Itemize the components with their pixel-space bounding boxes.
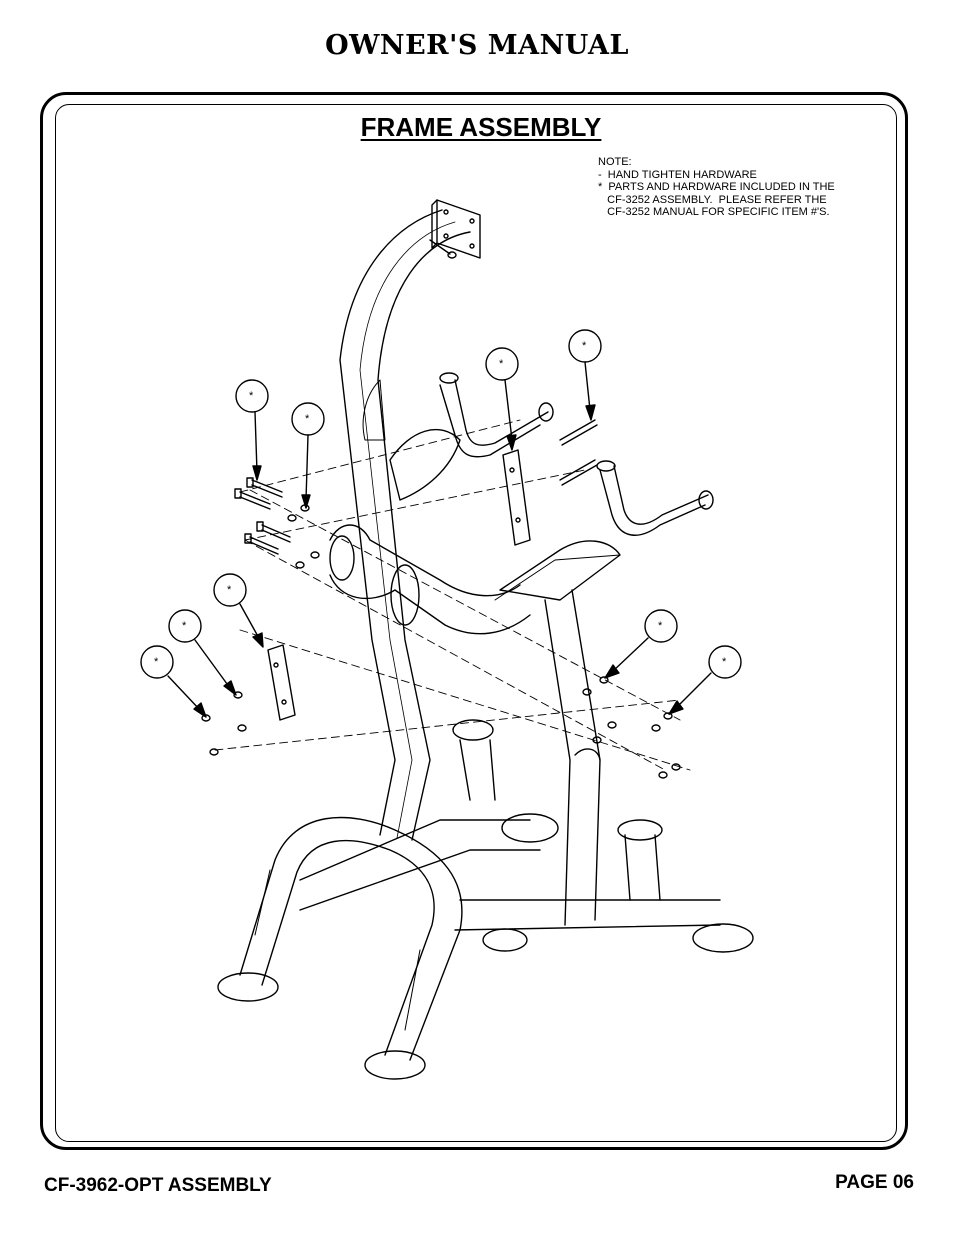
callout-mark: * [227,584,232,596]
callout-bubble: * [140,645,207,718]
callout-bubble: * [568,329,602,421]
section-title: FRAME ASSEMBLY [360,112,602,142]
note-line: NOTE: [598,156,632,168]
footer-page-number: PAGE 06 [835,1172,914,1193]
top-mounting-plate [429,199,481,259]
callout-mark: * [658,620,663,632]
note-line: * PARTS AND HARDWARE INCLUDED IN THE [598,181,835,194]
callout-bubble: * [485,347,519,451]
rear-upright-tube [544,589,601,926]
page-frame-outer [40,92,908,1150]
dip-handle-assembly [389,372,714,601]
note-line: CF-3252 ASSEMBLY. PLEASE REFER THE [598,193,827,206]
callout-mark: * [154,656,159,668]
note-line: - HAND TIGHTEN HARDWARE [598,168,757,181]
front-u-frame [217,816,463,1080]
callout-bubble: * [213,573,264,648]
callout-mark: * [499,358,504,370]
bracket-plate [267,644,296,721]
callout-bubble: * [235,379,269,481]
bracket-plate [502,449,531,546]
cross-tube [329,524,531,635]
hardware-centerlines [214,419,691,771]
page-header-title: OWNER'S MANUAL [325,30,629,61]
callout-mark: * [722,656,727,668]
callout-bubble: * [604,609,678,679]
callout-mark: * [582,340,587,352]
page-frame-inner [55,104,897,1142]
bolts [234,419,598,555]
callout-mark: * [249,390,254,402]
footer-model-label: CF-3962-OPT ASSEMBLY [44,1175,272,1196]
callout-mark: * [305,413,310,425]
assembly-note: NOTE: - HAND TIGHTEN HARDWARE * PARTS AN… [598,156,898,219]
nuts-and-washers [201,504,681,779]
callout-bubble: * [291,402,325,509]
callout-bubble: * [168,609,237,696]
rear-base [299,719,754,953]
main-upright-tube [339,209,471,841]
callout-bubble: * [668,645,742,715]
callout-mark: * [182,620,187,632]
note-line: CF-3252 MANUAL FOR SPECIFIC ITEM #'S. [598,206,830,219]
